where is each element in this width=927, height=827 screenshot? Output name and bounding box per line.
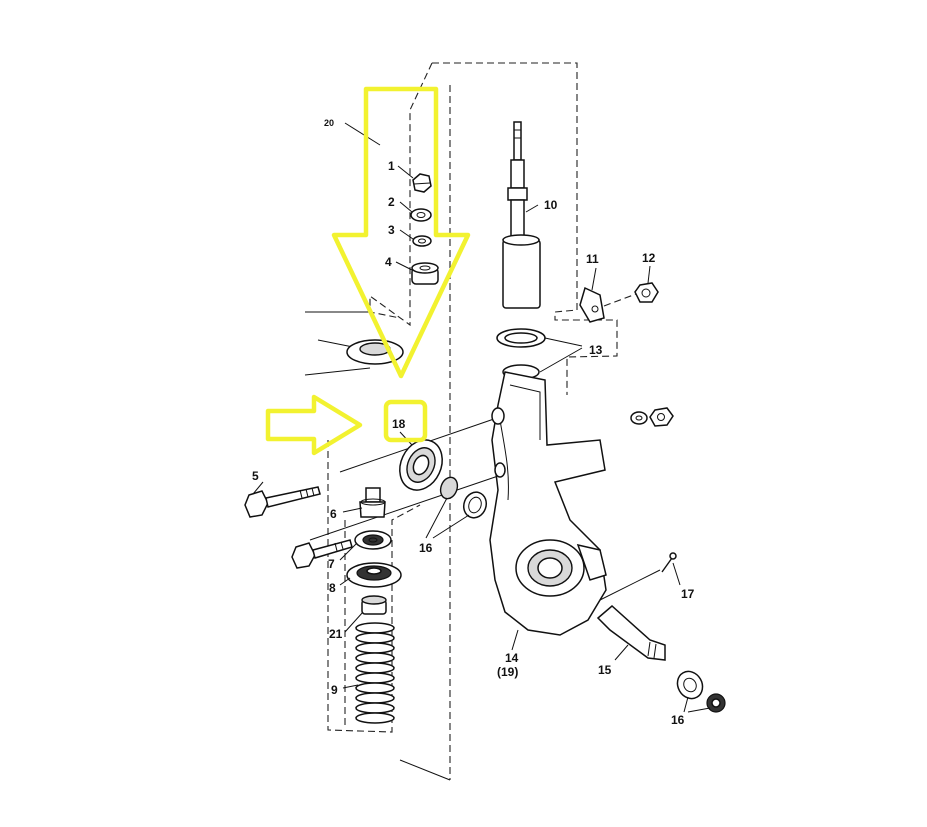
callout-16-lower: 16 [671, 713, 685, 727]
callout-18: 18 [392, 417, 406, 431]
callout-6: 6 [330, 507, 337, 521]
callout-20: 20 [324, 118, 334, 128]
spring-seat-lower [346, 562, 402, 588]
callout-10: 10 [544, 198, 558, 212]
top-fastener-stack [410, 173, 439, 285]
callout-7: 7 [328, 557, 335, 571]
coil-spring-9 [355, 622, 395, 724]
nut-6 [359, 487, 386, 518]
spring-seat-ring [496, 328, 546, 380]
highlight-down-arrow [331, 86, 471, 379]
yellow-highlight-overlay [265, 86, 471, 456]
leader-lines [252, 122, 711, 713]
callout-8: 8 [329, 581, 336, 595]
callout-5: 5 [252, 469, 259, 483]
spring-seat-upper [354, 530, 392, 550]
shock-absorber [502, 121, 541, 309]
bolt-7 [291, 539, 353, 569]
steering-knuckle [489, 371, 607, 636]
callout-labels: 20 1 2 3 4 10 11 12 13 18 5 6 16 7 8 17 … [252, 118, 695, 727]
callout-3: 3 [388, 223, 395, 237]
bump-stop-21 [361, 595, 387, 615]
callout-14: 14 [505, 651, 519, 665]
callout-21: 21 [329, 627, 343, 641]
callout-1: 1 [388, 159, 395, 173]
highlight-box-18 [383, 399, 428, 443]
callout-15: 15 [598, 663, 612, 677]
upper-bolt-nut [630, 407, 674, 427]
callout-4: 4 [385, 255, 392, 269]
seal-18 [399, 439, 443, 491]
callout-11: 11 [586, 252, 599, 266]
highlight-right-arrow [265, 394, 363, 456]
pin-17 [661, 552, 677, 573]
axle-stub-15 [596, 605, 666, 661]
callout-16-upper: 16 [419, 541, 433, 555]
callout-9: 9 [331, 683, 338, 697]
callout-17: 17 [681, 587, 695, 601]
bearing-set-lower [676, 670, 726, 713]
callout-12: 12 [642, 251, 656, 265]
callout-2: 2 [388, 195, 395, 209]
callout-19: (19) [497, 665, 518, 679]
bolt-5 [244, 486, 321, 518]
callout-13: 13 [589, 343, 603, 357]
bracket-and-nut [579, 282, 659, 323]
bearing-set-upper [439, 476, 488, 519]
